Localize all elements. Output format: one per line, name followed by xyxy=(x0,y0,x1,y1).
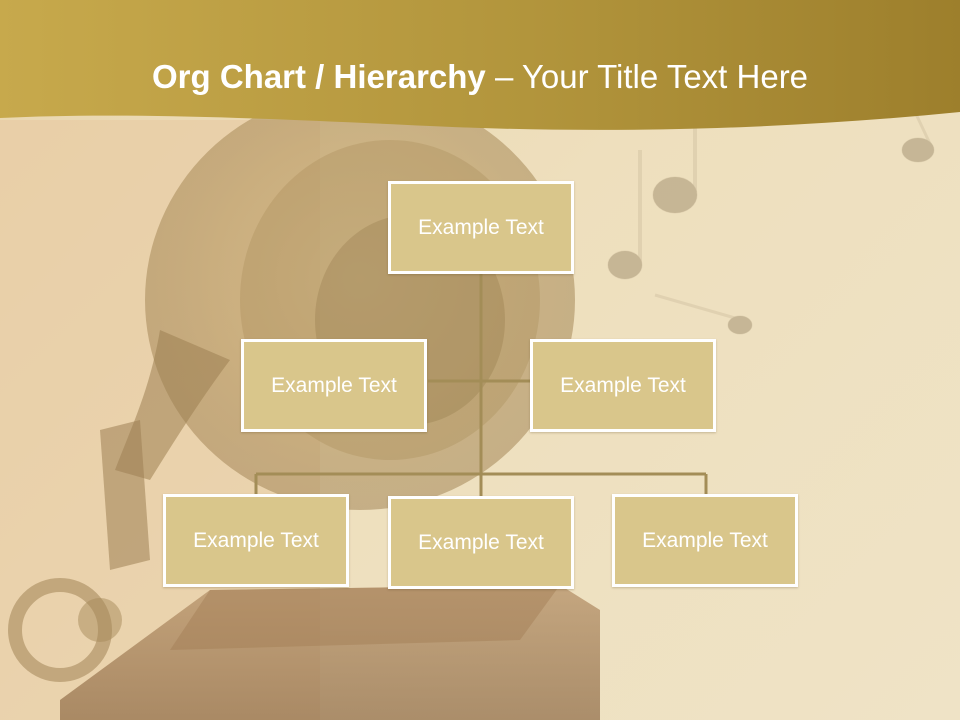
org-node-label: Example Text xyxy=(642,528,768,552)
org-node-child-1[interactable]: Example Text xyxy=(163,494,349,587)
org-node-label: Example Text xyxy=(193,528,319,552)
org-node-label: Example Text xyxy=(418,530,544,554)
title-subtitle: Your Title Text Here xyxy=(521,58,809,95)
org-node-label: Example Text xyxy=(271,373,397,397)
title-separator: – xyxy=(485,58,522,95)
slide-title: Org Chart / Hierarchy – Your Title Text … xyxy=(152,52,808,102)
org-node-assistant-right[interactable]: Example Text xyxy=(530,339,716,432)
cabinet-shape xyxy=(60,585,600,720)
title-band xyxy=(0,0,960,130)
org-node-child-2[interactable]: Example Text xyxy=(388,496,574,589)
org-node-child-3[interactable]: Example Text xyxy=(612,494,798,587)
org-node-label: Example Text xyxy=(560,373,686,397)
org-node-assistant-left[interactable]: Example Text xyxy=(241,339,427,432)
title-strong: Org Chart / Hierarchy xyxy=(152,58,486,95)
tone-arm-shape xyxy=(8,420,150,682)
org-node-label: Example Text xyxy=(418,215,544,239)
org-node-root[interactable]: Example Text xyxy=(388,181,574,274)
music-notes-decoration xyxy=(607,79,935,335)
